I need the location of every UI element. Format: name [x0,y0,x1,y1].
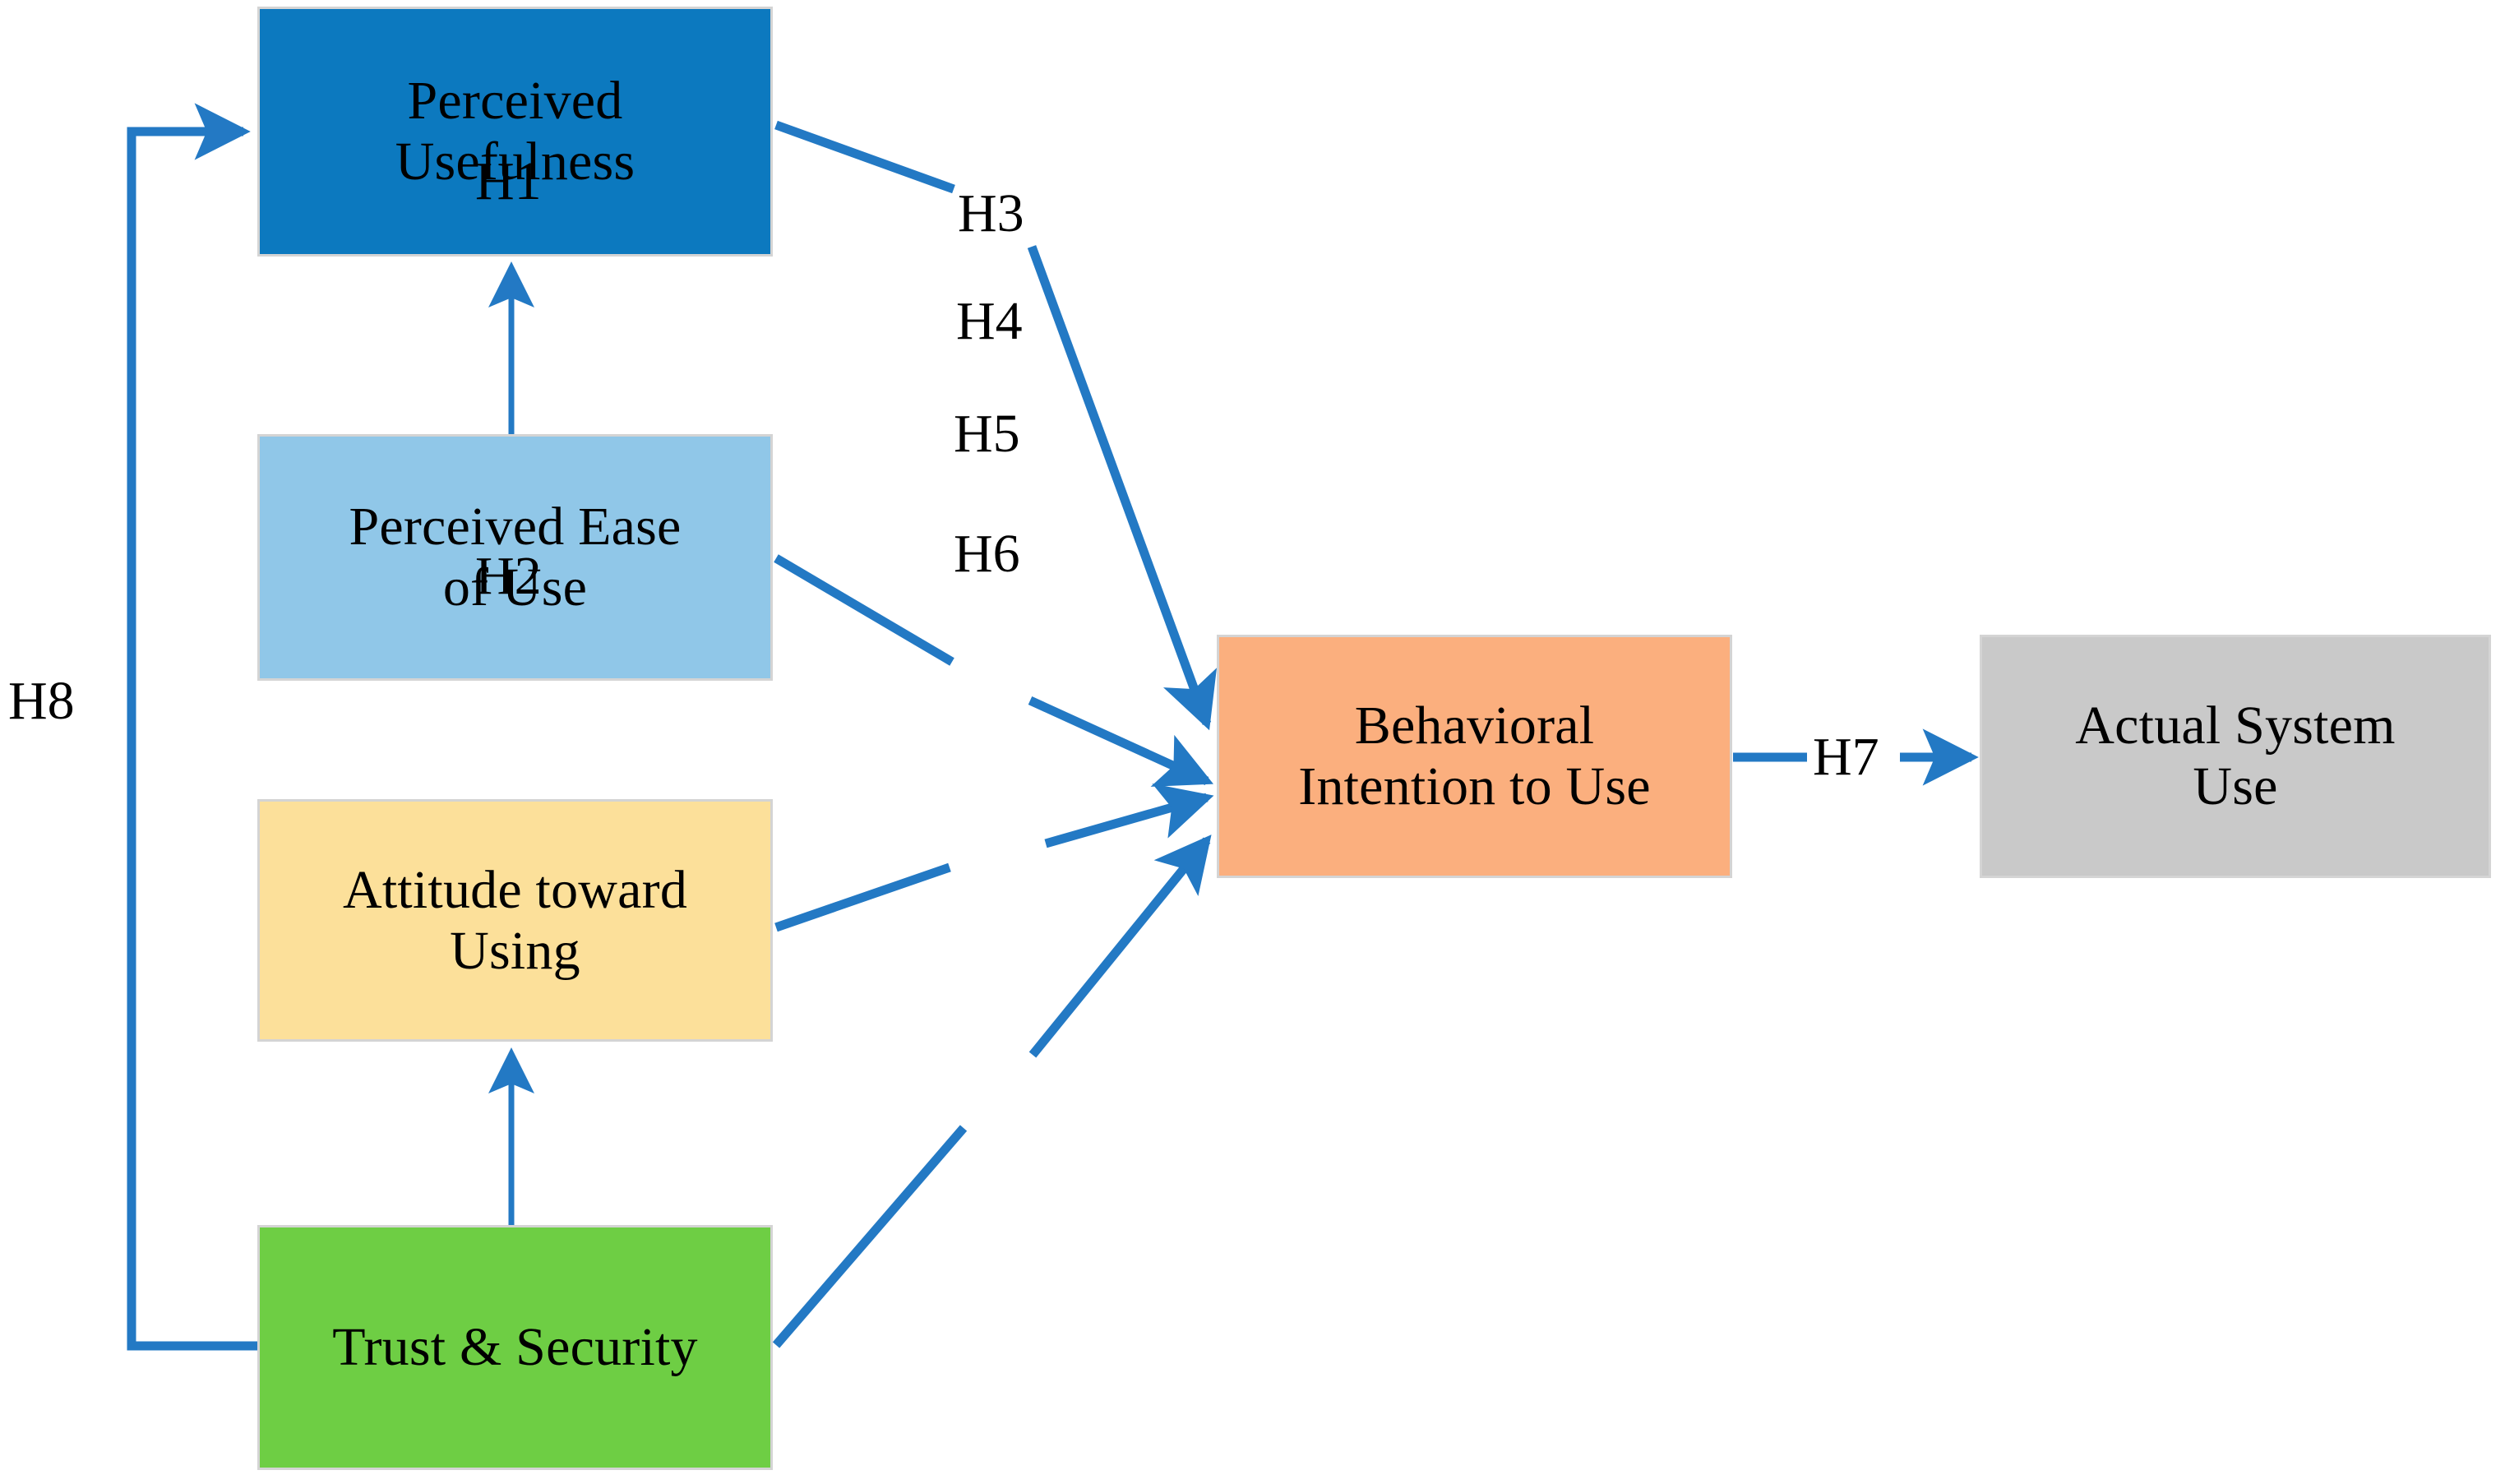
node-actual-system-use[interactable]: Actual System Use [1980,635,2491,878]
edge-h4-seg1 [774,554,954,666]
edge-label-h7: H7 [1813,727,1879,787]
edge-label-h6: H6 [954,524,1020,584]
node-trust-and-security[interactable]: Trust & Security [257,1225,773,1470]
edge-h3-seg1 [774,120,955,194]
node-behavioral-intention-to-use[interactable]: Behavioral Intention to Use [1217,635,1732,878]
node-attitude-toward-using[interactable]: Attitude toward Using [257,799,773,1042]
node-perceived-usefulness[interactable]: Perceived Usefulness [257,7,773,257]
edge-label-h5: H5 [954,404,1020,464]
edge-h4-seg2 [1028,696,1214,787]
node-perceived-ease-of-use[interactable]: Perceived Ease of Use [257,434,773,681]
edge-label-h1: H1 [475,151,542,211]
edge-label-h4: H4 [956,291,1023,351]
edge-label-h8: H8 [8,671,75,731]
edge-h5-seg1 [774,862,951,932]
edge-label-h2: H2 [475,546,542,606]
edge-label-h3: H3 [958,183,1024,243]
edge-h6-seg1 [772,1125,968,1348]
edge-h3-seg2 [1027,245,1218,731]
edge-h8 [127,103,257,1351]
edge-h5-seg2 [1044,784,1214,848]
edge-h6-seg2 [1028,834,1212,1058]
